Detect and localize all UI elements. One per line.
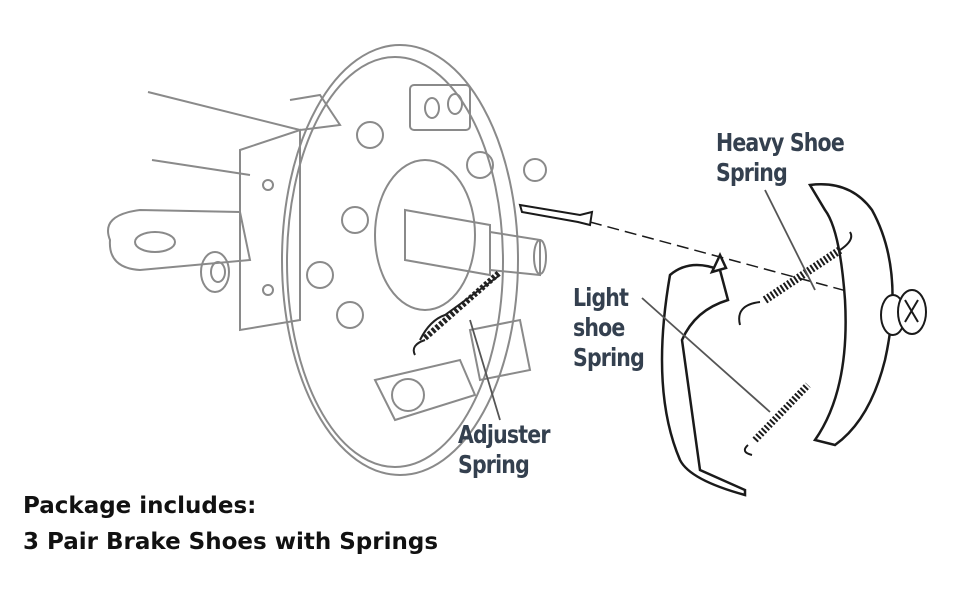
hold-down-spring-icon bbox=[880, 289, 927, 336]
nut-icon bbox=[200, 251, 230, 293]
caption-heading: Package includes: bbox=[23, 493, 257, 519]
backing-plate bbox=[281, 44, 519, 476]
callout-line: Spring bbox=[573, 343, 645, 372]
axle-flange bbox=[107, 208, 252, 272]
brake-shoe-right bbox=[807, 183, 894, 447]
pin bbox=[518, 203, 594, 227]
callout-heavy-shoe-spring: Heavy Shoe Spring bbox=[716, 128, 845, 188]
callout-light-shoe-spring: Light shoe Spring bbox=[573, 283, 645, 373]
callout-line: Spring bbox=[716, 158, 788, 187]
axle-assembly bbox=[107, 44, 547, 476]
heavy-shoe-spring bbox=[738, 231, 853, 326]
brake-shoes bbox=[660, 183, 894, 497]
leader-lines bbox=[469, 189, 816, 421]
mounting-plate bbox=[239, 128, 301, 332]
callout-line: Heavy Shoe bbox=[716, 128, 845, 157]
centerline bbox=[589, 221, 881, 301]
caption-contents: 3 Pair Brake Shoes with Springs bbox=[23, 529, 439, 555]
callout-line: shoe bbox=[573, 313, 625, 342]
callout-adjuster-spring: Adjuster Spring bbox=[458, 420, 550, 480]
brake-shoe-left bbox=[660, 263, 747, 497]
package-caption: Package includes: 3 Pair Brake Shoes wit… bbox=[23, 488, 438, 560]
adjuster-spring bbox=[412, 269, 502, 356]
spindle bbox=[404, 208, 491, 277]
adjuster bbox=[373, 358, 477, 422]
callout-line: Spring bbox=[458, 450, 530, 479]
light-shoe-spring bbox=[743, 382, 811, 456]
callout-line: Adjuster bbox=[458, 420, 550, 449]
callout-line: Light bbox=[573, 283, 629, 312]
